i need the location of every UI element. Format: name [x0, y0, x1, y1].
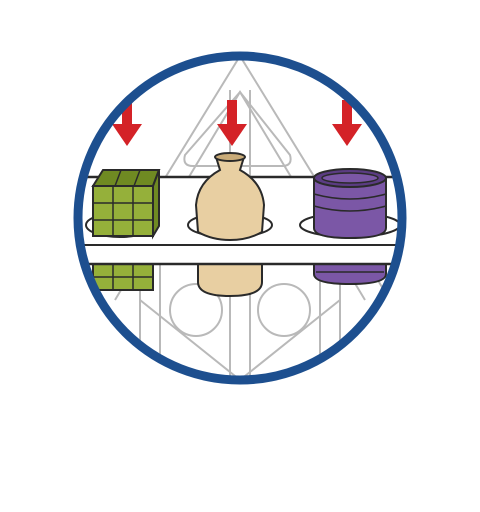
stacked-cube-icon — [91, 169, 161, 240]
arrow-down-icon-left — [112, 100, 142, 146]
frame-ring — [73, 51, 407, 385]
arrow-down-icon-right — [332, 100, 362, 146]
cup-icon — [313, 168, 387, 240]
cup-lower — [313, 263, 387, 286]
lower-rack-rings — [169, 283, 311, 337]
cube-lower — [92, 263, 154, 291]
vase-icon — [194, 152, 266, 242]
vase-lower — [197, 263, 263, 298]
arrow-down-icon-middle — [217, 100, 247, 146]
